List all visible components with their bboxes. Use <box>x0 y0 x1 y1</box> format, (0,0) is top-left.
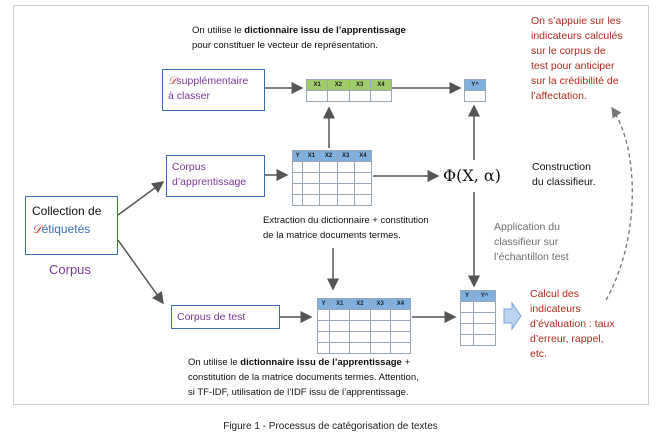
table-bottom: Y X1 X2 X3 X4 <box>316 298 412 354</box>
table-y-top: Y^ <box>464 79 486 102</box>
table-mid-header: Y <box>291 150 304 162</box>
note-bottom: On utilise le dictionnaire issu de l’app… <box>188 355 419 400</box>
box-test: Corpus de test <box>171 305 280 329</box>
table-bottom-header: X4 <box>389 298 412 310</box>
box-apprentissage: Corpus d’apprentissage <box>166 155 265 197</box>
construction-line2: du classifieur. <box>532 176 596 188</box>
note-bottom-bold: dictionnaire issu de l’apprentissage <box>240 357 402 368</box>
box-supplementaire: 𝒟supplémentaire à classer <box>162 69 265 111</box>
table-green-header: X3 <box>348 79 371 91</box>
table-mid-header: X3 <box>336 150 355 162</box>
calcul-text: Calcul des indicateurs d’évaluation : ta… <box>530 287 615 362</box>
calcul-line1: Calcul des <box>530 288 580 300</box>
note-top-line2: pour constituer le vecteur de représenta… <box>192 40 378 51</box>
application-line1: Application du <box>494 221 560 233</box>
calcul-line2: indicateurs <box>530 303 581 315</box>
note-top-bold: dictionnaire issu de l’apprentissage <box>244 25 406 36</box>
note-bottom-post: + <box>401 357 411 368</box>
table-yy-header: Y <box>460 290 474 302</box>
note-right-line: sur la crédibilité de <box>531 75 619 87</box>
table-mid-header: X2 <box>319 150 338 162</box>
note-bottom-pre: On utilise le <box>188 357 241 368</box>
note-top-pre: On utilise le <box>192 25 245 36</box>
table-bottom-header: Y <box>316 298 331 310</box>
box-appr-line2: d’apprentissage <box>172 176 247 188</box>
arrow-collection-to-test <box>117 239 164 305</box>
table-green-header: X2 <box>327 79 350 91</box>
collection-line1: Collection de <box>32 204 102 218</box>
application-line2: classifieur sur <box>494 236 559 248</box>
extraction-line1: Extraction du dictionnaire + constitutio… <box>263 215 429 226</box>
d-symbol: 𝒟 <box>32 222 42 236</box>
table-y-yhat: Y Y^ <box>460 290 497 346</box>
note-bottom-line2: constitution de la matrice documents ter… <box>188 372 419 383</box>
box-appr-line1: Corpus <box>172 161 206 173</box>
hollow-arrow-to-calcul <box>503 301 522 331</box>
box-test-label: Corpus de test <box>177 311 246 323</box>
construction-text: Construction du classifieur. <box>532 160 596 190</box>
table-bottom-header: X1 <box>329 298 351 310</box>
note-right-line: On s’appuie sur les <box>531 15 621 27</box>
table-mid: Y X1 X2 X3 X4 <box>291 150 373 206</box>
table-bottom-header: X3 <box>369 298 391 310</box>
collection-line2: étiquetés <box>41 222 91 236</box>
note-right-line: indicateurs calculés <box>531 30 623 42</box>
application-text: Application du classifieur sur l’échanti… <box>494 220 569 265</box>
arrow-collection-to-apprentissage <box>117 181 165 216</box>
figure-caption: Figure 1 - Processus de catégorisation d… <box>223 421 438 432</box>
table-yy-header: Y^ <box>472 290 497 302</box>
table-mid-header: X4 <box>353 150 373 162</box>
note-top: On utilise le dictionnaire issu de l’app… <box>192 23 406 53</box>
diagram-frame <box>13 5 649 405</box>
table-bottom-header: X2 <box>349 298 371 310</box>
extraction-text: Extraction du dictionnaire + constitutio… <box>263 213 429 243</box>
table-green-header: X1 <box>305 79 329 91</box>
table-green: X1 X2 X3 X4 <box>305 79 393 102</box>
table-mid-header: X1 <box>302 150 321 162</box>
extraction-line2: de la matrice documents termes. <box>263 230 401 241</box>
calcul-line5: etc. <box>530 348 547 360</box>
box-supp-line2: à classer <box>168 90 211 102</box>
calcul-line4: d’erreur, rappel, <box>530 333 604 345</box>
table-green-header: X4 <box>369 79 393 91</box>
note-right-line: sur le corpus de <box>531 45 606 57</box>
note-bottom-line3: si TF-IDF, utilisation de l’IDF issu de … <box>188 387 409 398</box>
note-right-line: l’affectation. <box>531 90 587 102</box>
note-right: On s’appuie sur les indicateurs calculés… <box>531 14 623 104</box>
calcul-line3: d’évaluation : taux <box>530 318 615 330</box>
phi-classifier: Φ(X, α) <box>443 166 501 185</box>
corpus-label: Corpus <box>49 262 91 277</box>
box-collection: Collection de 𝒟étiquetés <box>25 196 118 255</box>
application-line3: l’échantillon test <box>494 251 569 263</box>
table-ytop-header: Y^ <box>464 79 486 91</box>
construction-line1: Construction <box>532 161 591 173</box>
note-right-line: test pour anticiper <box>531 60 615 72</box>
dashed-arrow-calcul-to-note <box>605 106 633 301</box>
d-symbol: 𝒟 <box>168 75 177 87</box>
box-supp-line1: supplémentaire <box>176 75 249 87</box>
